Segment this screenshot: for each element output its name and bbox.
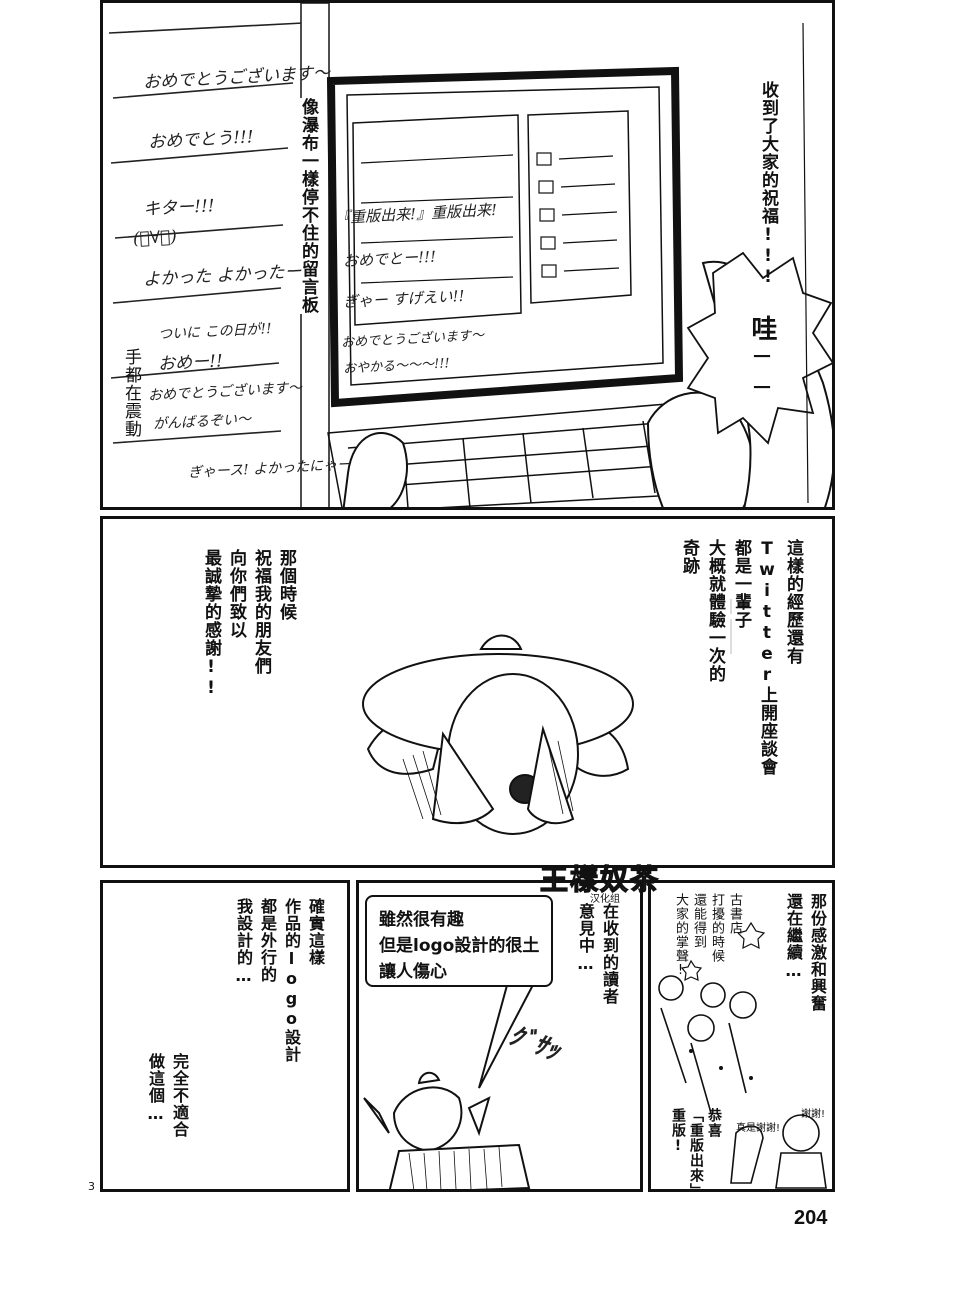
page-number: 204 [794,1207,828,1229]
caption-twitter-experience: 這樣的經歷還有 Twitter上開座談會 都是一輩子 大概就體驗一次的 奇跡 [679,539,803,776]
caption-reader-opinions: 在收到的讀者 意見中… [576,903,619,1005]
exclaim-wow: 哇── [747,315,777,404]
bubble-line-2: 但是logo設計的很土 [379,936,540,956]
watermark-text: 王樣奴茶 [539,862,661,896]
panel-2: 這樣的經歷還有 Twitter上開座談會 都是一輩子 大概就體驗一次的 奇跡 那… [100,516,835,868]
watermark-logo: 王樣奴茶 [539,858,661,898]
board-msg-3: キター!!! [142,196,216,220]
caption-thanks-friends: 那個時候 祝福我的朋友們 向你們致以 最誠摯的感謝!! [201,549,296,699]
speech-bubble-reader-comment: 雖然很有趣 但是logo設計的很土 讓人傷心 [365,895,553,987]
panel-4: 雖然很有趣 但是logo設計的很土 讓人傷心 在收到的讀者 意見中… ｸﾞｻｯ [356,880,643,1192]
bubble-line-1: 雖然很有趣 [379,910,464,930]
panel-5: 那份感激和興奮 還在繼續… 古書店 打擾的時候 還能得到 大家的掌聲! 恭喜 「… [648,880,835,1192]
label-thanks-a: 真是謝謝! [736,1123,781,1134]
caption-received-wishes: 收到了大家的祝福!!! [758,81,778,288]
caption-hands-shaking: 手都在震動 [121,348,141,438]
caption-gratitude-continues: 那份感激和興奮 還在繼續… [784,893,827,1012]
panel-1-art [108,3,832,507]
board-msg-4: (ﾟ∀ﾟ) [132,226,178,250]
bowing-character-art [362,599,732,835]
panel-1: 手都在震動 像瀑布一樣停不住的留言板 收到了大家的祝福!!! 哇── おめでとう… [100,0,835,510]
caption-bookstore: 古書店 打擾的時候 還能得到 大家的掌聲! [673,893,742,979]
caption-message-board: 像瀑布一樣停不住的留言板 [297,98,319,314]
side-mark: 3 [88,1180,95,1193]
panel-3: 確實這樣 作品的logo設計 都是外行的 我設計的… 完全不適合 做這個… [100,880,350,1192]
watermark-subtitle: 汉化组 [590,894,620,905]
caption-not-suited: 完全不適合 做這個… [146,1053,189,1138]
caption-logo-design: 確實這樣 作品的logo設計 都是外行的 我設計的… [234,898,325,1063]
label-thanks-b: 謝謝! [801,1109,826,1120]
caption-congrats-reprint: 恭喜 「重版出來」 重版! [670,1108,722,1192]
bubble-line-3: 讓人傷心 [379,962,447,982]
panel-4-art [363,976,536,1189]
panel-5-art [658,921,827,1189]
board-msg-7: おめー!! [157,351,224,375]
